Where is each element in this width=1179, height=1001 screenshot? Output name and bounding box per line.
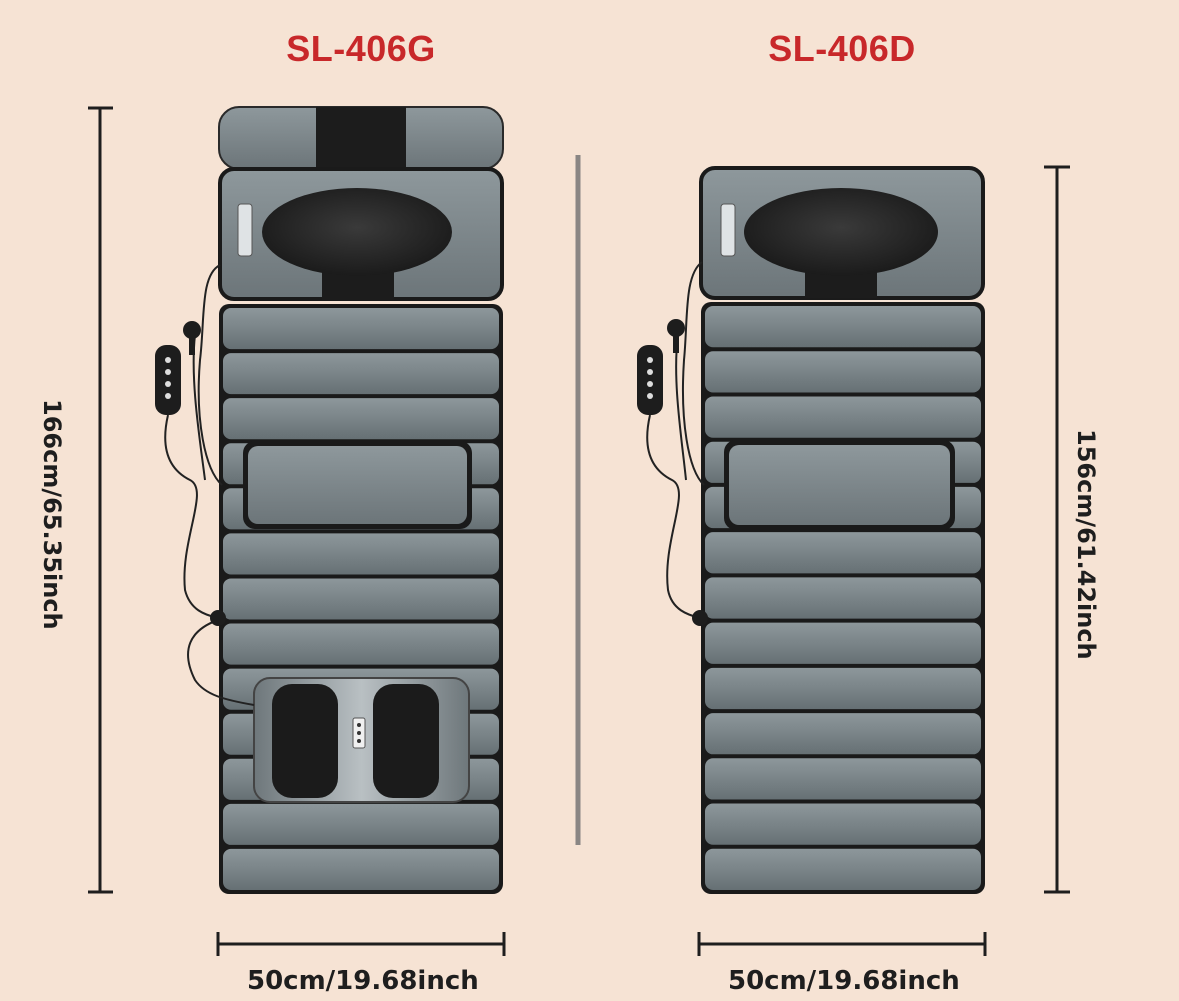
mat-pad-segment [223, 578, 499, 620]
mat-pad-segment [705, 532, 981, 574]
head-section-left [218, 167, 504, 301]
body-section-left [219, 304, 503, 894]
mat-right [637, 166, 985, 894]
mat-pad-segment [705, 803, 981, 845]
foot-massager [253, 677, 470, 803]
width-label-left: 50cm/19.68inch [247, 966, 479, 996]
cable-right [646, 261, 705, 619]
controller-node-left [210, 610, 226, 626]
body-section-right [701, 302, 985, 894]
mat-pad-segment [705, 351, 981, 393]
width-dimension-left [216, 932, 506, 956]
pump-bulb-right [667, 319, 685, 353]
remote-control-left-g [155, 345, 181, 415]
pump-bulb-left [183, 321, 201, 355]
model-title-left: SL-406G [286, 28, 436, 69]
remote-control-right [637, 345, 663, 415]
height-label-right: 156cm/61.42inch [1072, 429, 1100, 660]
mat-pad-segment [223, 533, 499, 575]
mat-pad-segment [223, 353, 499, 395]
mat-pad-segment [223, 848, 499, 890]
lumbar-pillow-right [724, 440, 955, 530]
mat-pad-segment [223, 308, 499, 350]
mat-pad-segment [705, 577, 981, 619]
lumbar-pillow-left [243, 441, 472, 529]
head-section-right [699, 166, 985, 300]
pillow-roll-left [218, 106, 504, 170]
mat-pad-segment [223, 398, 499, 440]
mat-pad-segment [705, 667, 981, 710]
height-label-left: 166cm/65.35inch [38, 399, 66, 630]
mat-pad-segment [223, 803, 499, 845]
mat-pad-segment [705, 306, 981, 348]
mat-pad-segment [705, 396, 981, 438]
mat-pad-segment [705, 848, 981, 890]
mat-pad-segment [705, 713, 981, 755]
width-label-right: 50cm/19.68inch [728, 966, 960, 996]
mat-pad-segment [705, 622, 981, 664]
mat-pad-segment [223, 623, 499, 665]
controller-node-right [692, 610, 708, 626]
height-dimension-left [88, 106, 113, 894]
width-dimension-right [697, 932, 987, 956]
height-dimension-right [1044, 165, 1070, 894]
mat-pad-segment [705, 758, 981, 800]
model-title-right: SL-406D [768, 28, 916, 69]
mat-left [155, 106, 504, 894]
